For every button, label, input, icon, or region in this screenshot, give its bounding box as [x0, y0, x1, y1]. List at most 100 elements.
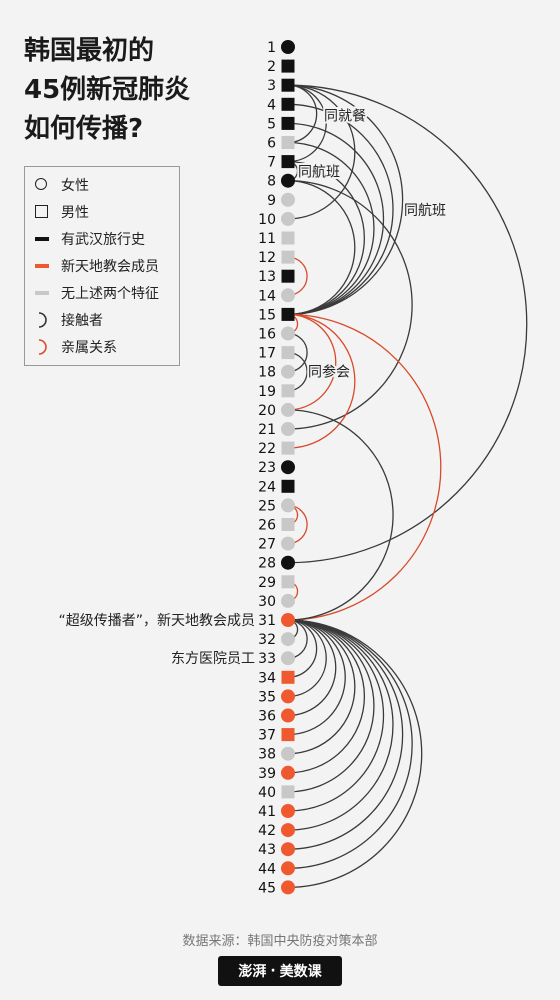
case-node-39 [281, 765, 295, 780]
link-arc-16-18 [287, 332, 308, 373]
case-node-34 [281, 670, 295, 684]
case-number-2: 2 [267, 59, 276, 75]
case-node-8 [281, 173, 295, 188]
link-arc-31-45 [287, 619, 423, 889]
legend-label: 亲属关系 [61, 340, 117, 356]
case-number-27: 27 [258, 537, 276, 553]
case-number-44: 44 [258, 861, 276, 877]
link-arc-8-15 [287, 180, 356, 316]
case-node-10 [281, 211, 295, 226]
case-number-22: 22 [258, 441, 276, 457]
case-label-33: 东方医院员工 [171, 651, 255, 667]
case-node-14 [281, 288, 295, 303]
legend-item-female: 女性 [33, 175, 89, 195]
case-node-27 [281, 536, 295, 551]
link-arc-15-20 [287, 313, 337, 411]
case-number-30: 30 [258, 594, 276, 610]
annotation-3: 同参会 [308, 364, 350, 381]
links-layer [287, 84, 528, 889]
link-arc-3-10 [287, 84, 356, 220]
case-label-31: “超级传播者”，新天地教会成员 [58, 613, 255, 629]
case-node-4 [281, 97, 295, 111]
annotation-1: 同航班 [298, 165, 340, 181]
case-node-13 [281, 269, 295, 283]
link-arc-6-15 [287, 141, 375, 316]
case-node-21 [281, 422, 295, 436]
case-number-19: 19 [258, 384, 276, 400]
link-arc-31-44 [287, 619, 413, 869]
annotation-0: 同就餐 [324, 108, 366, 124]
case-node-42 [281, 823, 295, 838]
case-node-15 [281, 307, 295, 321]
case-node-37 [281, 728, 295, 742]
case-number-5: 5 [267, 116, 276, 132]
case-number-36: 36 [258, 709, 276, 725]
square-outline-icon [35, 205, 48, 218]
title-line-3: 如何传播? [24, 114, 144, 144]
case-number-23: 23 [258, 460, 276, 476]
case-node-26 [281, 518, 295, 531]
case-node-24 [281, 479, 295, 493]
case-number-9: 9 [267, 193, 276, 209]
case-number-6: 6 [267, 136, 276, 152]
legend-item-contact: 接触者 [33, 310, 103, 330]
case-number-10: 10 [258, 212, 276, 228]
case-number-7: 7 [267, 155, 276, 171]
link-arc-5-15 [287, 122, 385, 316]
case-number-41: 41 [258, 804, 276, 820]
case-node-18 [281, 364, 295, 379]
link-arc-31-34 [287, 619, 318, 678]
link-arc-31-41 [287, 619, 385, 812]
link-arc-3-6 [287, 84, 318, 144]
case-node-45 [281, 880, 295, 895]
circle-outline-icon [35, 178, 47, 190]
case-number-12: 12 [258, 250, 276, 266]
legend-item-family: 亲属关系 [33, 337, 117, 357]
case-number-15: 15 [258, 307, 276, 323]
case-number-3: 3 [267, 78, 276, 94]
case-node-9 [281, 192, 295, 207]
case-node-40 [281, 785, 295, 799]
case-node-3 [281, 78, 295, 92]
case-node-20 [281, 402, 295, 417]
link-arc-31-39 [287, 619, 365, 774]
case-node-7 [281, 155, 295, 169]
case-number-39: 39 [258, 766, 276, 782]
case-node-31 [281, 613, 295, 627]
case-number-45: 45 [258, 880, 276, 896]
link-arc-25-27 [287, 504, 308, 545]
orange-bar-icon [35, 264, 49, 268]
gray-bar-icon [35, 291, 49, 295]
case-number-40: 40 [258, 785, 276, 801]
case-number-37: 37 [258, 728, 276, 744]
case-node-11 [281, 231, 295, 245]
link-arc-31-42 [287, 619, 394, 831]
case-node-38 [281, 746, 295, 761]
link-arc-3-7 [287, 84, 327, 163]
case-node-30 [281, 593, 295, 608]
legend-label: 接触者 [61, 313, 103, 329]
link-arc-12-14 [287, 256, 308, 296]
case-number-24: 24 [258, 479, 276, 495]
link-arc-3-28 [287, 84, 528, 564]
legend-label: 有武汉旅行史 [61, 232, 145, 248]
link-arc-15-22 [287, 313, 356, 449]
contact-arc-icon [38, 312, 47, 328]
case-node-36 [281, 708, 295, 723]
case-node-23 [281, 460, 295, 475]
link-arc-4-15 [287, 103, 394, 316]
case-number-43: 43 [258, 842, 276, 858]
case-number-29: 29 [258, 575, 276, 591]
case-node-12 [281, 250, 295, 264]
case-number-34: 34 [258, 670, 276, 686]
legend-label: 男性 [61, 205, 89, 221]
case-node-5 [281, 116, 295, 130]
case-number-26: 26 [258, 518, 276, 534]
link-arc-31-37 [287, 619, 346, 736]
case-number-13: 13 [258, 269, 276, 285]
case-node-41 [281, 804, 295, 818]
case-number-25: 25 [258, 498, 276, 514]
case-node-16 [281, 326, 295, 341]
black-bar-icon [35, 237, 49, 241]
case-number-20: 20 [258, 403, 276, 419]
